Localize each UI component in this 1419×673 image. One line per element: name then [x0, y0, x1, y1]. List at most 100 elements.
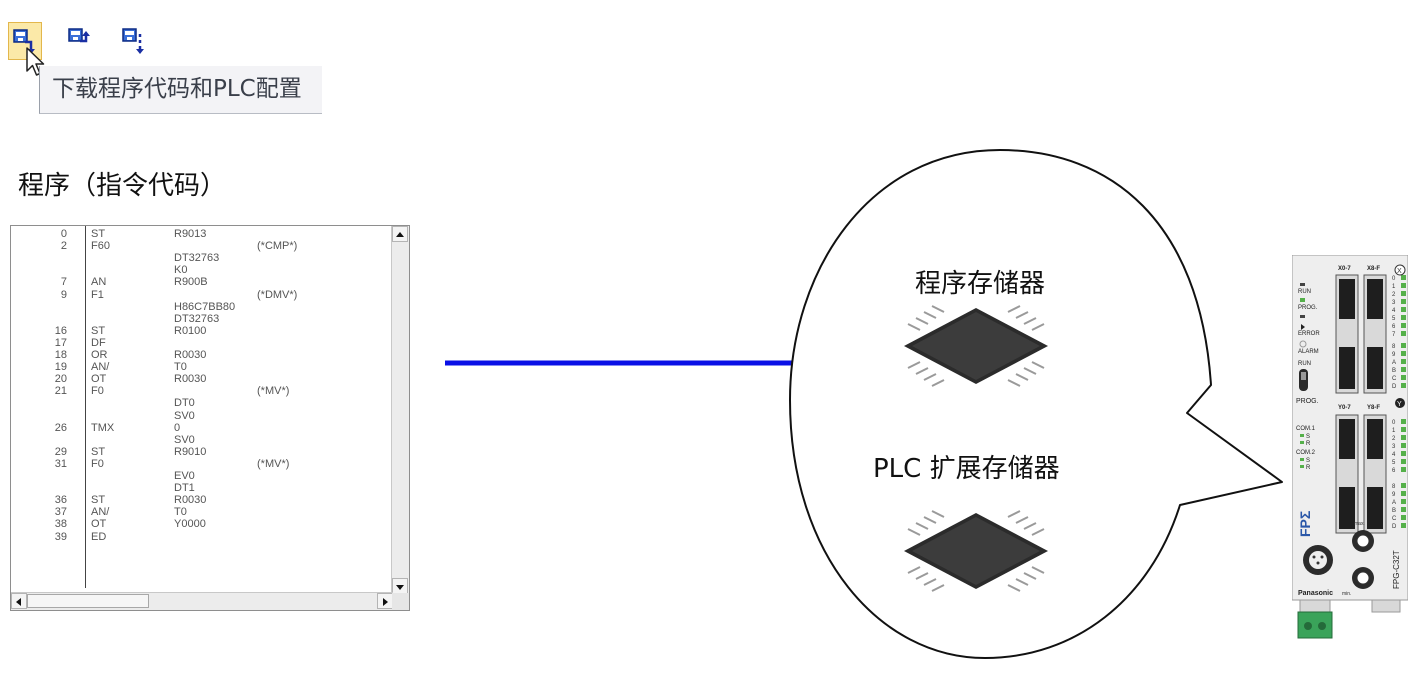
arrow-left-icon — [16, 598, 21, 606]
comment: (*MV*) — [257, 457, 290, 470]
svg-text:S: S — [1306, 458, 1310, 464]
instruction: ST — [91, 445, 106, 458]
svg-text:C: C — [1392, 516, 1397, 522]
compare-program-icon — [122, 28, 144, 54]
operand: R0030 — [174, 349, 207, 361]
run-led-label: RUN — [1298, 289, 1311, 295]
svg-text:4: 4 — [1392, 452, 1396, 458]
instruction: AN/ — [91, 361, 110, 374]
svg-text:D: D — [1392, 524, 1397, 530]
comment: (*CMP*) — [257, 240, 298, 253]
line-number: 19 — [54, 361, 67, 374]
instruction: ED — [91, 530, 107, 543]
scroll-up-button[interactable] — [392, 226, 408, 242]
instruction: OR — [91, 349, 108, 361]
svg-text:2: 2 — [1392, 292, 1396, 298]
program-memory-label: 程序存储器 — [915, 269, 1046, 299]
instruction: OT — [91, 373, 107, 386]
upload-program-button[interactable] — [64, 22, 98, 60]
svg-text:9: 9 — [1392, 492, 1396, 498]
operand: DT1 — [174, 482, 195, 495]
line-number: 0 — [60, 228, 67, 240]
code-line: SV0 — [11, 410, 391, 422]
code-line: 9 F1 (*DMV*) — [11, 289, 391, 301]
code-line: DT0 — [11, 397, 391, 409]
svg-text:3: 3 — [1392, 444, 1396, 450]
code-line: DT32763 — [11, 313, 391, 325]
svg-text:A: A — [1392, 500, 1396, 506]
svg-text:1: 1 — [1392, 428, 1396, 434]
instruction: DF — [91, 336, 106, 349]
operand: EV0 — [174, 470, 195, 482]
line-number: 7 — [60, 276, 67, 289]
line-number: 36 — [54, 494, 67, 507]
terminal-connector — [1297, 611, 1333, 639]
horizontal-scrollbar[interactable] — [11, 592, 393, 610]
svg-text:8: 8 — [1392, 484, 1396, 490]
line-number: 18 — [54, 349, 67, 361]
operand: K0 — [174, 264, 188, 277]
tooltip: 下载程序代码和PLC配置 — [39, 66, 322, 114]
download-program-button[interactable] — [8, 22, 42, 60]
mouse-pointer-icon — [26, 47, 45, 76]
operand: DT0 — [174, 397, 195, 410]
instruction: ST — [91, 494, 106, 507]
svg-text:A: A — [1392, 360, 1396, 366]
svg-text:R: R — [1306, 465, 1311, 471]
svg-text:1: 1 — [1392, 284, 1396, 290]
line-number: 37 — [54, 506, 67, 519]
prog-led-label: PROG. — [1298, 305, 1318, 311]
svg-text:max.: max. — [1354, 521, 1365, 527]
svg-text:C: C — [1392, 376, 1397, 382]
code-line: DT32763 — [11, 252, 391, 264]
operand: SV0 — [174, 433, 195, 446]
svg-text:B: B — [1392, 508, 1396, 514]
compare-program-button[interactable] — [118, 22, 152, 60]
svg-text:R: R — [1306, 441, 1311, 447]
arrow-up-icon — [396, 232, 404, 237]
upload-program-icon — [68, 28, 90, 43]
alarm-led-label: ALARM — [1298, 349, 1319, 355]
expansion-memory-label: PLC 扩展存储器 — [873, 454, 1060, 484]
scroll-left-button[interactable] — [11, 593, 27, 609]
x8-f-header: X8-F — [1367, 266, 1380, 272]
line-number: 38 — [54, 518, 67, 531]
instruction: F1 — [91, 288, 104, 301]
comment: (*DMV*) — [257, 288, 298, 301]
address-separator — [85, 226, 86, 588]
line-number: 39 — [54, 530, 67, 543]
code-line: H86C7BB80 — [11, 301, 391, 313]
line-number: 26 — [54, 421, 67, 434]
instruction: F0 — [91, 385, 104, 398]
operand: DT32763 — [174, 312, 220, 325]
x0-7-header: X0-7 — [1338, 266, 1351, 272]
expansion-memory-chip-icon — [904, 510, 1048, 592]
horizontal-scroll-thumb[interactable] — [27, 594, 149, 608]
svg-text:min.: min. — [1342, 591, 1351, 597]
instruction: F60 — [91, 240, 110, 253]
channel-0-label: 0 — [1392, 276, 1396, 282]
svg-text:7: 7 — [1392, 332, 1396, 338]
operand: R0100 — [174, 324, 207, 337]
line-number: 9 — [60, 288, 67, 301]
line-number: 2 — [60, 240, 67, 253]
prog-switch-label: PROG. — [1296, 398, 1319, 405]
com2-label: COM.2 — [1296, 450, 1316, 456]
instruction: AN/ — [91, 506, 110, 519]
